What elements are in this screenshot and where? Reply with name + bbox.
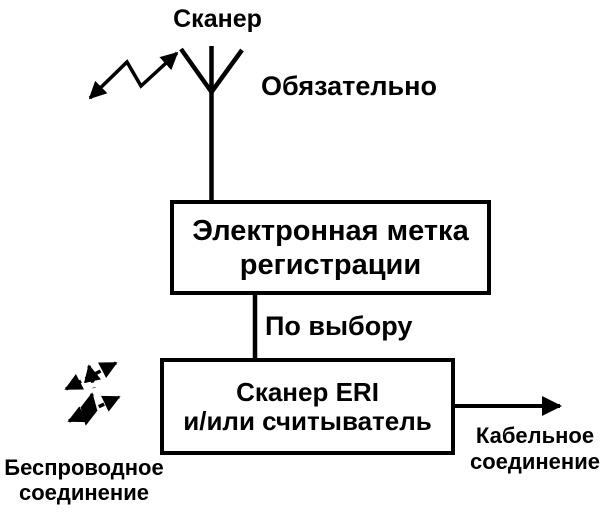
electronic-tag-box-line2: регистрации [239,248,422,281]
eri-scanner-box-line2: и/или считыватель [183,405,432,436]
electronic-tag-box: Электронная метка регистрации [170,200,491,295]
wireless-connection-label-line1: Беспроводное [4,455,164,480]
eri-scanner-box-line1: Сканер ERI [236,376,379,407]
radio-signal-icon [88,51,179,100]
electronic-tag-box-line1: Электронная метка [192,214,469,247]
wireless-connection-label: Беспроводное соединение [2,455,166,505]
wireless-burst-icon [64,361,121,426]
optional-label: По выбору [265,311,413,341]
cable-connection-label-line1: Кабельное [475,423,595,448]
scanner-label: Сканер [173,5,262,33]
antenna-icon [179,46,244,200]
cable-connection-label: Кабельное соединение [459,423,611,475]
eri-scanner-box: Сканер ERI и/или считыватель [160,358,455,455]
cable-connection-label-line2: соединение [470,449,600,474]
wireless-connection-label-line2: соединение [19,480,149,505]
mandatory-label: Обязательно [261,71,437,101]
